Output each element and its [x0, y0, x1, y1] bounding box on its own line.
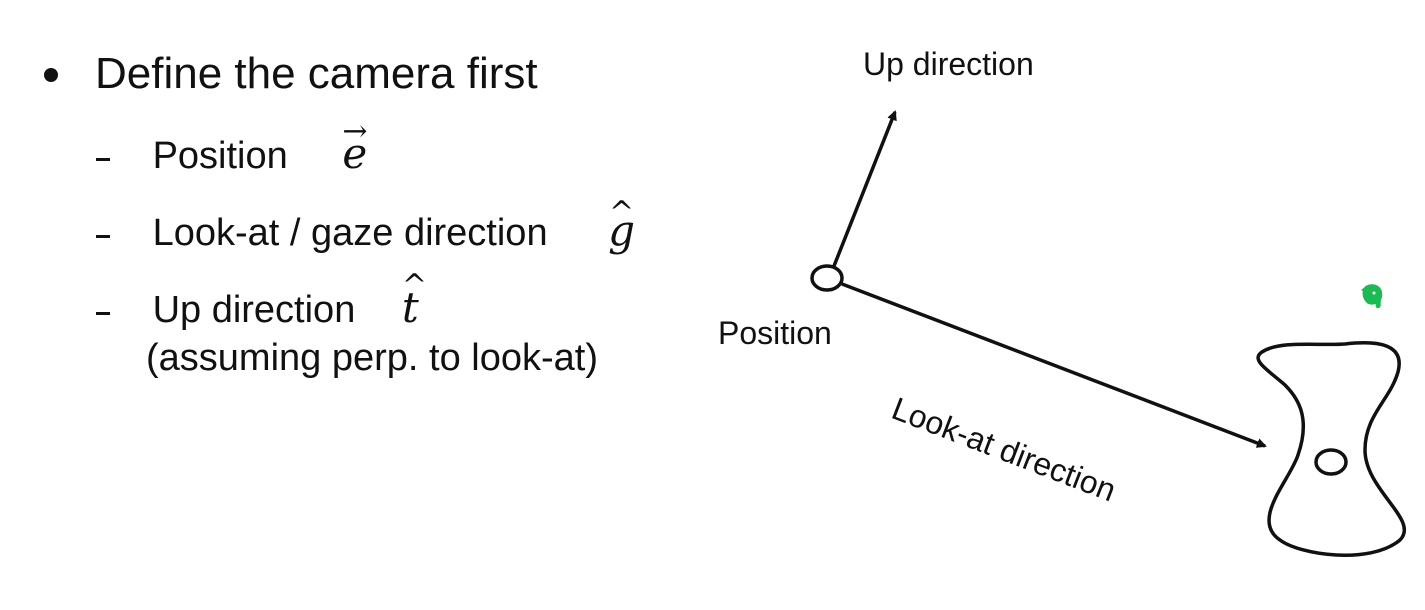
up-direction-arrow — [834, 112, 895, 266]
scene-object-hole — [1316, 450, 1346, 474]
position-label: Position — [718, 315, 832, 352]
camera-position-circle — [812, 266, 842, 290]
evernote-elephant-icon[interactable] — [1358, 282, 1386, 310]
up-direction-label: Up direction — [863, 46, 1034, 83]
